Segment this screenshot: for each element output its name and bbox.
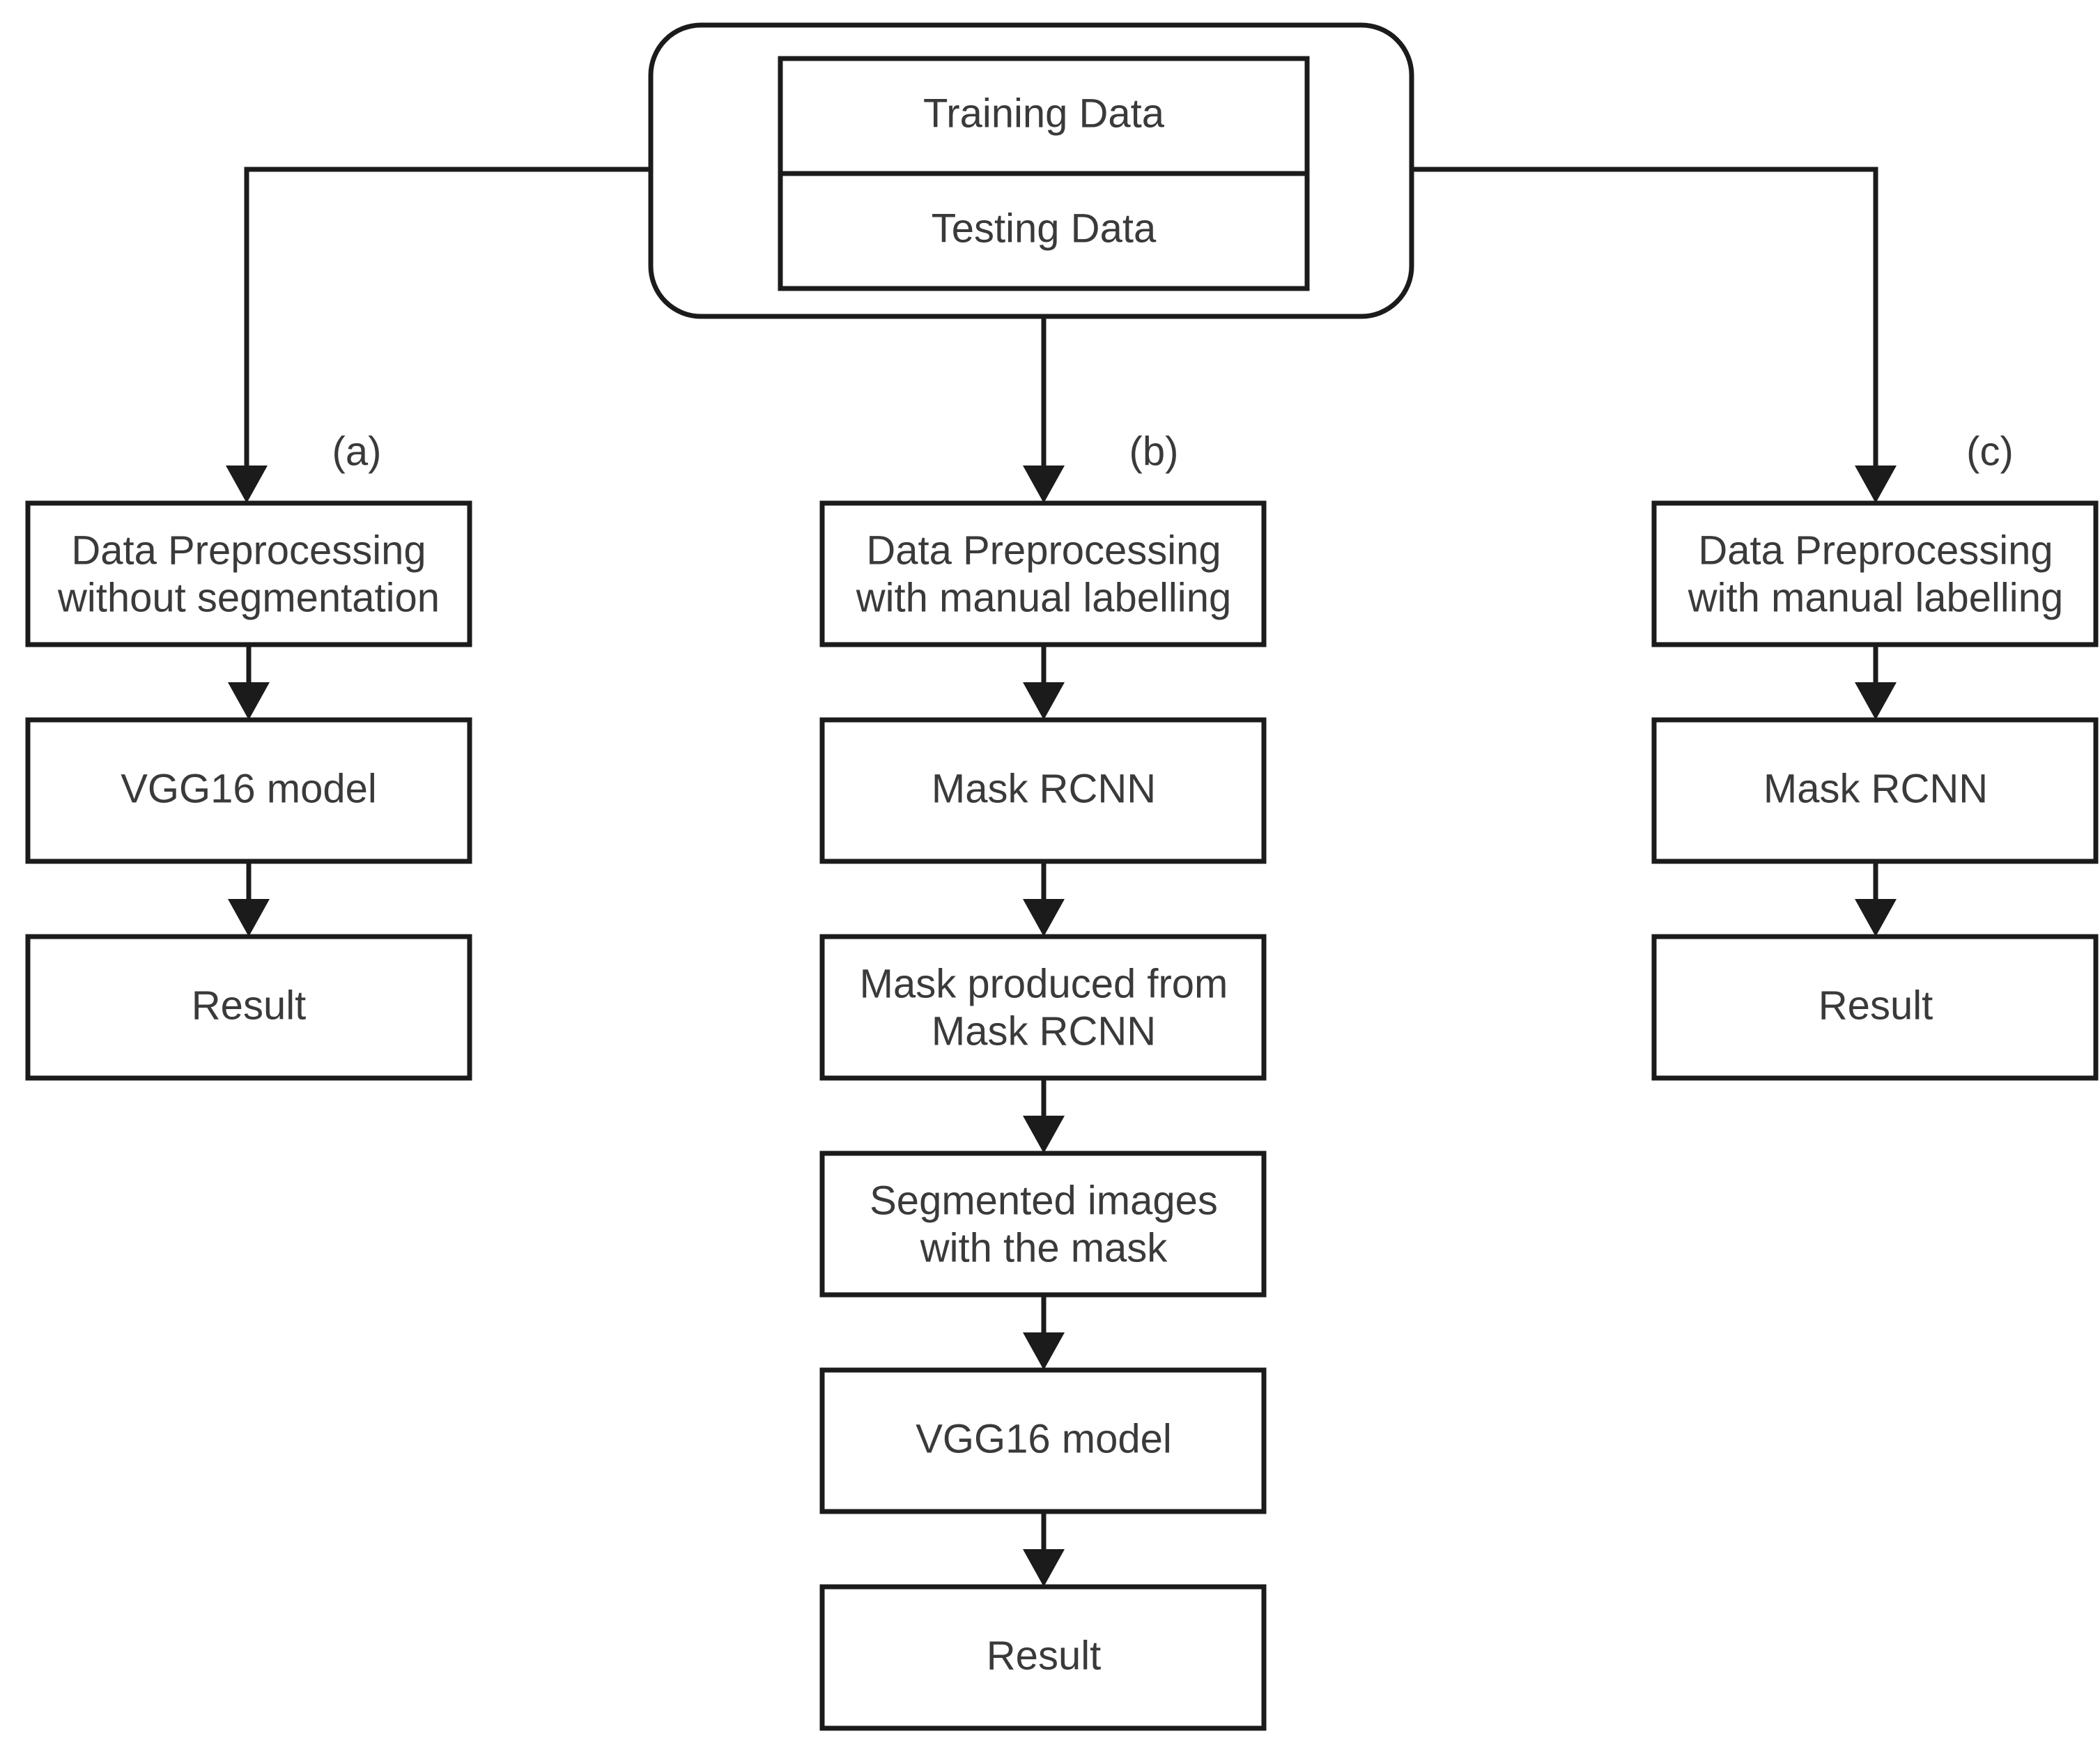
node-a1-line-1: Data Preprocessing <box>71 528 426 573</box>
node-b3-line-2: Mask RCNN <box>932 1008 1156 1054</box>
arrow-head-a1-a2 <box>228 682 270 720</box>
node-c2-line-1: Mask RCNN <box>1763 766 1988 811</box>
arrow-head-a2-a3 <box>228 899 270 937</box>
arrow-head-b1-b2 <box>1023 682 1065 720</box>
branch-label-c: (c) <box>1966 429 2014 474</box>
node-b1-line-2: with manual labelling <box>856 575 1231 620</box>
node-b6 <box>819 1584 1267 1731</box>
dataset-row-testing-label: Testing Data <box>932 206 1157 251</box>
arrow-head-c1-c2 <box>1855 682 1897 720</box>
arrow-head-b2-b3 <box>1023 899 1065 937</box>
node-b4-line-1: Segmented images <box>870 1178 1218 1223</box>
node-b6-line-1: Result <box>987 1633 1101 1678</box>
node-b1-line-1: Data Preprocessing <box>866 528 1221 573</box>
node-c1-line-1: Data Preprocessing <box>1698 528 2053 573</box>
node-c1-line-2: with manual labelling <box>1688 575 2063 620</box>
node-a1 <box>25 500 472 647</box>
dataset-row-training-label: Training Data <box>923 91 1165 136</box>
node-b4-line-2: with the mask <box>920 1225 1168 1270</box>
node-a3 <box>25 934 472 1081</box>
node-b5 <box>819 1367 1267 1514</box>
node-b2-line-1: Mask RCNN <box>932 766 1156 811</box>
branch-label-b: (b) <box>1129 429 1179 474</box>
node-c3-line-1: Result <box>1819 983 1933 1028</box>
column-c: Data Preprocessing with manual labelling… <box>1651 500 2099 1081</box>
column-a: Data Preprocessing without segmentation … <box>25 500 472 1081</box>
arrow-head-c <box>1855 466 1897 503</box>
node-b3-line-1: Mask produced from <box>860 961 1228 1006</box>
dataset-group: Training Data Testing Data <box>648 22 1414 319</box>
branch-connector-c <box>1412 167 1897 503</box>
node-c3 <box>1651 934 2099 1081</box>
node-b3 <box>819 934 1267 1081</box>
node-b1 <box>819 500 1267 647</box>
arrow-head-b5-b6 <box>1023 1549 1065 1587</box>
column-b: Data Preprocessing with manual labelling… <box>819 500 1267 1731</box>
arrow-head-b4-b5 <box>1023 1332 1065 1370</box>
arrow-head-c2-c3 <box>1855 899 1897 937</box>
branch-label-a: (a) <box>332 429 382 474</box>
arrow-head-a <box>226 466 268 503</box>
node-a2-line-1: VGG16 model <box>121 766 377 811</box>
branch-connector-a <box>226 167 651 503</box>
node-c2 <box>1651 717 2099 864</box>
node-b5-line-1: VGG16 model <box>916 1416 1172 1461</box>
node-c1 <box>1651 500 2099 647</box>
node-b4 <box>819 1151 1267 1298</box>
node-b2 <box>819 717 1267 864</box>
node-a1-line-2: without segmentation <box>57 575 440 620</box>
node-a3-line-1: Result <box>192 983 306 1028</box>
branch-connector-b <box>1023 316 1065 503</box>
arrow-head-b3-b4 <box>1023 1116 1065 1153</box>
arrow-head-b <box>1023 466 1065 503</box>
